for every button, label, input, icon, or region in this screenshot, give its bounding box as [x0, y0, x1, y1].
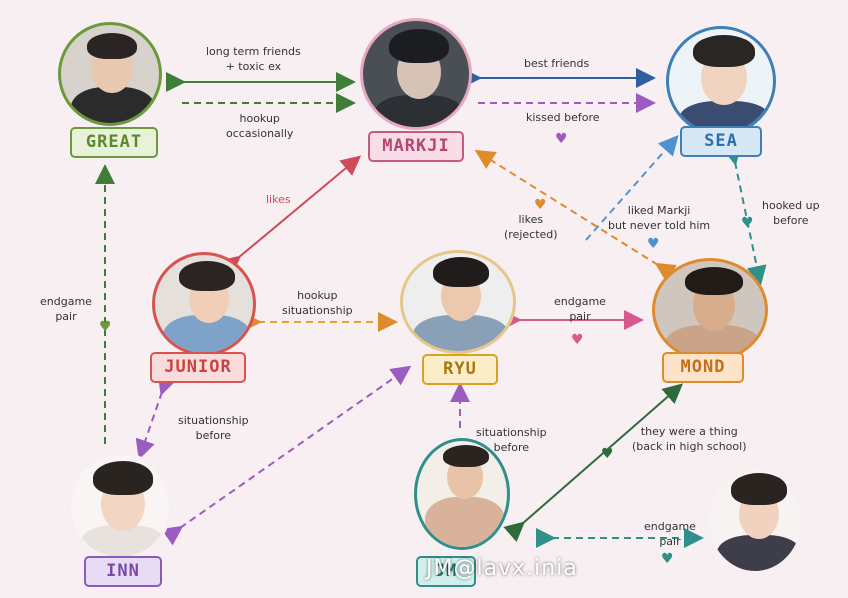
markji-avatar[interactable]: [360, 18, 472, 130]
inn-avatar[interactable]: [68, 452, 172, 560]
label-great-markji-friends: long term friends+ toxic ex: [206, 45, 301, 73]
mond-avatar[interactable]: [652, 258, 768, 362]
sea-avatar[interactable]: [666, 26, 776, 136]
edge-junior-markji-likes: [219, 155, 362, 276]
heart-icon: ♥: [99, 319, 112, 335]
inn-name-tag[interactable]: INN: [84, 556, 162, 587]
edge-jm-mond-highschool: [503, 383, 684, 543]
edge-inn-ryu: [161, 365, 412, 546]
junior-name-tag[interactable]: JUNIOR: [150, 352, 246, 383]
label-mond-markji: likes(rejected): [504, 213, 558, 241]
heart-icon: ♥: [534, 197, 547, 213]
jm-avatar[interactable]: [414, 438, 510, 550]
label-junior-markji: likes: [266, 193, 291, 206]
label-markji-sea-best: best friends: [524, 57, 590, 70]
great-avatar[interactable]: [58, 22, 162, 126]
edge-mond-sea-liked: [585, 135, 679, 241]
great-name-tag[interactable]: GREAT: [70, 127, 158, 158]
label-jm-mond: they were a thing(back in high school): [632, 425, 747, 453]
junior-avatar[interactable]: [152, 252, 256, 356]
heart-icon: ♥: [571, 332, 584, 348]
mond-name-tag[interactable]: MOND: [662, 352, 744, 383]
heart-icon: ♥: [601, 446, 614, 462]
heart-icon: ♥: [661, 551, 674, 567]
edge-sea-mond-hooked: [721, 144, 767, 286]
label-markji-sea-kissed: kissed before: [526, 111, 600, 124]
watermark-text: JM@lavx.inia: [426, 556, 578, 581]
ryu-name-tag[interactable]: RYU: [422, 354, 498, 385]
heart-icon: ♥: [555, 131, 568, 147]
endgame-partner-avatar[interactable]: [706, 466, 804, 574]
markji-name-tag[interactable]: MARKJI: [368, 131, 464, 162]
jm-name-tag[interactable]: JM: [416, 556, 476, 587]
ryu-avatar[interactable]: [400, 250, 516, 354]
edge-junior-inn-situationship: [135, 373, 177, 460]
heart-icon: ♥: [741, 215, 754, 231]
sea-name-tag[interactable]: SEA: [680, 126, 762, 157]
heart-icon: ♥: [647, 236, 660, 252]
